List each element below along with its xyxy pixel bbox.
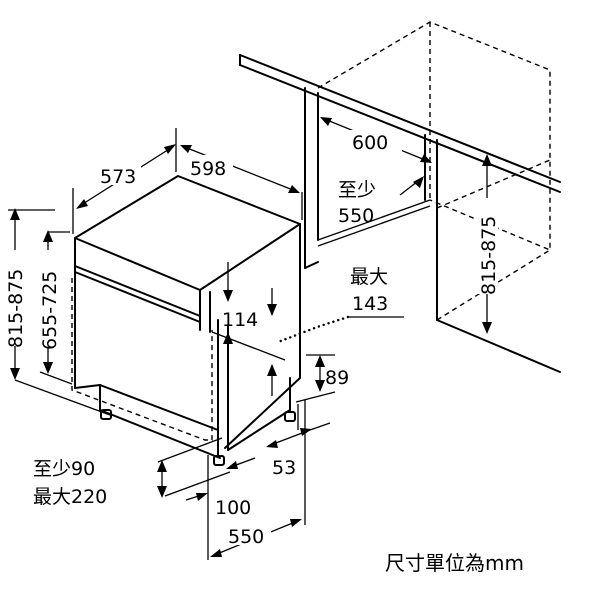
label-cabinet-width: 600 [352, 132, 388, 154]
label-depth-100: 100 [215, 497, 251, 519]
label-53: 53 [272, 457, 296, 479]
unit-note: 尺寸單位為mm [385, 551, 524, 575]
dimension-min-cabinet-depth: 至少 550 [338, 176, 424, 227]
label-foot-89: 89 [325, 367, 349, 389]
label-height-outer: 815-875 [5, 269, 27, 348]
dimension-appliance-depth: 573 [72, 128, 177, 234]
dimension-max-143: 最大 143 [276, 266, 404, 344]
cabinet-niche [239, 21, 561, 373]
dimension-plinth: 至少90 最大220 [33, 437, 231, 508]
dimension-depth-100: 100 [185, 455, 256, 560]
label-plinth-min: 至少90 [33, 458, 95, 480]
dimension-cabinet-height: 815-875 [476, 154, 500, 334]
dimension-depth-550: 550 [210, 400, 306, 557]
dimension-appliance-width: 598 [180, 145, 303, 220]
label-plinth-max: 最大220 [33, 486, 107, 508]
label-min-depth-prefix: 至少 [338, 179, 376, 201]
label-max-value: 143 [352, 293, 388, 315]
dishwasher-body [71, 175, 301, 466]
label-appliance-width: 598 [190, 158, 226, 180]
dimension-foot-89: 89 [295, 354, 349, 403]
label-max: 最大 [350, 266, 388, 288]
label-appliance-depth: 573 [100, 166, 136, 188]
dimension-cabinet-width: 600 [320, 117, 432, 163]
dimension-panel-114: 114 [211, 262, 286, 396]
label-min-depth-value: 550 [338, 205, 374, 227]
label-cabinet-height: 815-875 [478, 216, 500, 295]
label-height-inner: 655-725 [39, 271, 61, 350]
dimension-height-outer: 815-875 [4, 208, 111, 416]
label-depth-550: 550 [228, 526, 264, 548]
label-panel-114: 114 [222, 309, 258, 331]
dimension-height-inner: 655-725 [37, 230, 73, 385]
dimension-53: 53 [266, 404, 331, 479]
